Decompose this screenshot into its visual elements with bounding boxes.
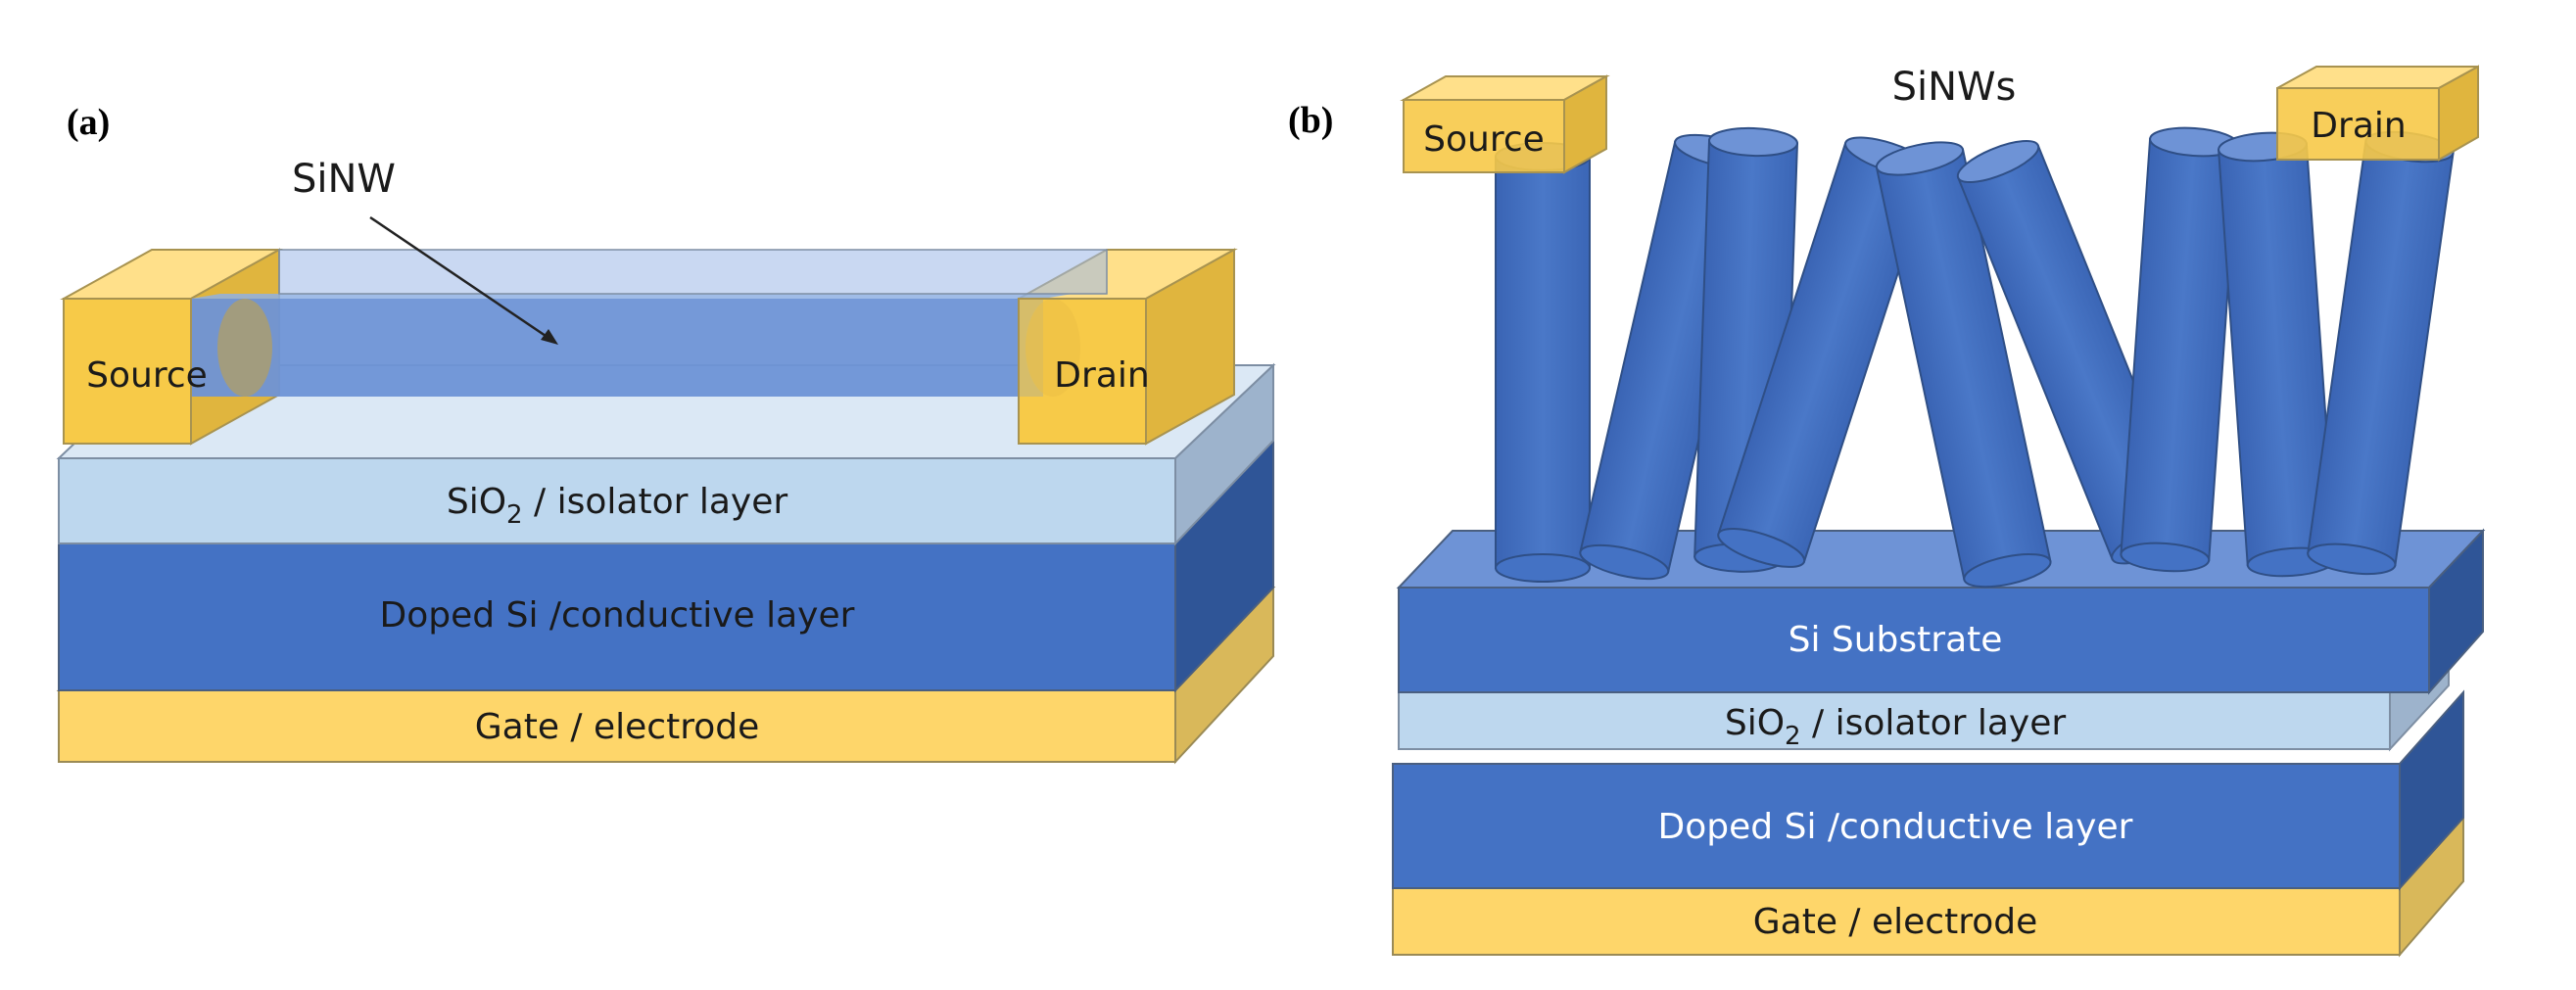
panel-b-nanowire <box>2307 130 2455 576</box>
panel-a-source-front <box>63 298 192 445</box>
panel-b-source-label: Source <box>1423 119 1545 160</box>
panel-b-nanowire <box>1495 142 1591 583</box>
panel-b-sinws-label: SiNWs <box>1892 65 2017 110</box>
panel-a-sinw-arrow <box>369 215 558 345</box>
panel-a-oxide-label: SiO2 / isolator layer <box>447 482 788 530</box>
panel-b-tag: (b) <box>1288 100 1333 141</box>
panel-a-gate-label: Gate / electrode <box>475 707 759 747</box>
panel-a: (a) Gate / electrode Doped Si /conductiv… <box>56 102 1276 765</box>
panel-b-gate-label: Gate / electrode <box>1753 902 2037 942</box>
panel-b-doped-label: Doped Si /conductive layer <box>1658 807 2133 847</box>
panel-b-source-pad: Source <box>1400 74 1610 174</box>
panel-a-drain-label: Drain <box>1054 355 1149 396</box>
panel-b-gate-layer: Gate / electrode <box>1392 815 2464 958</box>
panel-a-sinw-label: SiNW <box>292 157 396 202</box>
panel-b-substrate-label: Si Substrate <box>1789 620 2003 660</box>
panel-b-doped-layer: Doped Si /conductive layer <box>1392 689 2464 891</box>
panel-b: (b) Gate / electrode Doped Si /conductiv… <box>1288 65 2486 958</box>
panel-a-doped-label: Doped Si /conductive layer <box>380 595 855 636</box>
panel-a-source-label: Source <box>86 355 208 396</box>
panel-b-nanowires <box>1495 126 2455 589</box>
panel-a-drain-front <box>1018 298 1147 445</box>
panel-b-drain-pad: Drain <box>2276 65 2479 162</box>
panel-a-doped-layer: Doped Si /conductive layer <box>58 438 1274 693</box>
panel-b-nanowire <box>1875 141 2052 589</box>
panel-b-oxide-label: SiO2 / isolator layer <box>1725 703 2067 751</box>
panel-a-tag: (a) <box>67 102 110 143</box>
panel-a-nanowire <box>191 249 1108 397</box>
panel-b-nanowire <box>2120 126 2239 573</box>
panel-b-drain-label: Drain <box>2311 106 2406 146</box>
